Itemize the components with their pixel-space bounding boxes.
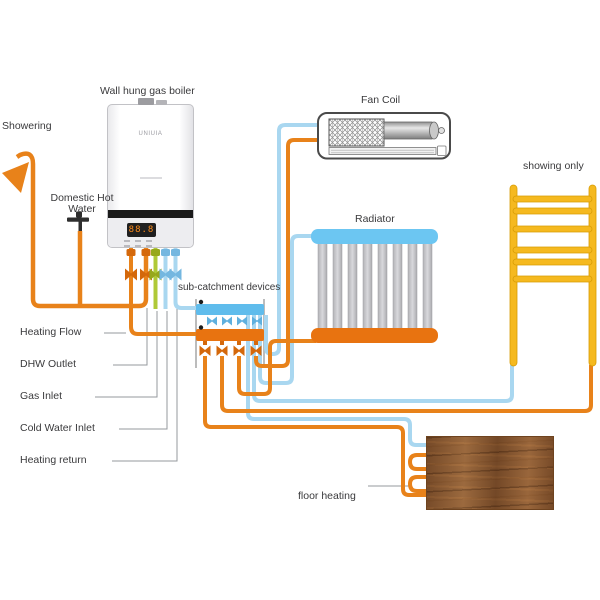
pipe-floor-loop-1 xyxy=(408,453,428,471)
pipe-fancoil-supply xyxy=(254,138,322,368)
pipe-fancoil-return xyxy=(264,123,322,356)
label-heating-flow: Heating Flow xyxy=(20,326,82,338)
label-showering: Showering xyxy=(2,120,52,132)
pipe-floor-loop-2 xyxy=(408,475,428,493)
return-pipes xyxy=(163,123,514,447)
radiator-graphic xyxy=(311,229,438,343)
pipe-floor-supply xyxy=(203,356,428,497)
label-boiler: Wall hung gas boiler xyxy=(100,85,195,97)
label-showing-only: showing only xyxy=(523,160,584,172)
pointer-lines xyxy=(95,306,409,487)
radiator-top-header xyxy=(311,229,438,244)
pipe-dhw-shower xyxy=(15,151,149,309)
pipe-heating-flow xyxy=(129,246,198,336)
towel-rail-graphic xyxy=(509,184,597,367)
boiler-buttons xyxy=(124,240,164,242)
boiler-control-panel: 88.8 xyxy=(108,218,193,247)
supply-manifold xyxy=(196,325,264,356)
hot-pipes xyxy=(15,138,593,497)
air-outlet xyxy=(328,147,437,155)
radiator-bottom-header xyxy=(311,328,438,343)
boiler-marking xyxy=(139,177,162,179)
shower-head-icon xyxy=(2,162,29,193)
air-vent-icon xyxy=(198,299,204,305)
pipe-floor-return xyxy=(246,315,428,447)
boiler-trim-band xyxy=(108,210,193,218)
label-cold-water-inlet: Cold Water Inlet xyxy=(20,422,95,434)
boiler-port-valves xyxy=(125,249,182,281)
label-floor-heating: floor heating xyxy=(298,490,356,502)
return-manifold xyxy=(196,299,264,326)
wood-floor-image xyxy=(426,436,554,510)
fan-coil-graphic xyxy=(317,112,451,160)
wall-hung-gas-boiler: UNIUIA 88.8 xyxy=(107,98,194,248)
tap-icon xyxy=(67,211,89,231)
boiler-buttons xyxy=(124,245,164,247)
fan-cylinder xyxy=(383,121,433,140)
label-dhw-outlet: DHW Outlet xyxy=(20,358,77,370)
label-sub-catchment-devices: sub-catchment devices xyxy=(178,282,281,293)
label-domestic-hot-water: Domestic Hot Water xyxy=(50,192,114,215)
pipe-radiator-supply xyxy=(237,339,316,396)
pipe-heating-return xyxy=(173,246,200,310)
pipe-towel-supply xyxy=(220,356,593,413)
air-vent-icon xyxy=(198,325,204,330)
coil-block xyxy=(328,118,385,147)
label-gas-inlet: Gas Inlet xyxy=(20,390,63,402)
label-heating-return: Heating return xyxy=(20,454,87,466)
flue-vent xyxy=(156,100,167,105)
flue-vent xyxy=(138,98,154,105)
pipe-towel-return xyxy=(252,315,514,403)
pipe-radiator-return xyxy=(258,234,316,385)
label-radiator: Radiator xyxy=(355,213,395,225)
boiler-brand-text: UNIUIA xyxy=(138,131,163,137)
boiler-display: 88.8 xyxy=(127,223,156,237)
label-fan-coil: Fan Coil xyxy=(361,94,401,106)
